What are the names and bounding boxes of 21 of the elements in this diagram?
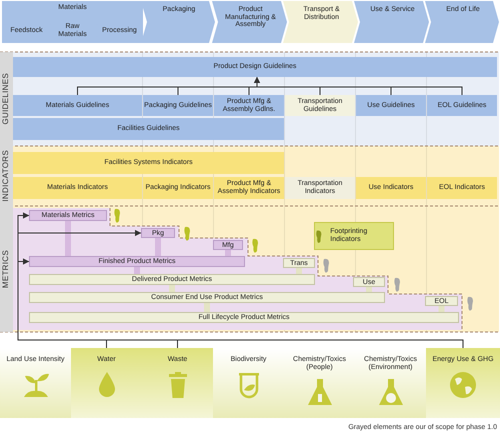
section-title: INDICATORS — [2, 150, 11, 202]
category-tile — [426, 348, 500, 418]
block-arrow — [155, 238, 161, 256]
indicator-box — [314, 222, 394, 250]
block-arrow — [366, 286, 372, 292]
section-label — [0, 206, 13, 332]
block-arrow — [65, 221, 71, 256]
connector-arrow — [254, 76, 462, 96]
section-title: METRICS — [2, 250, 11, 288]
section-title: GUIDELINES — [2, 73, 11, 125]
section-label — [0, 52, 13, 146]
block-arrow — [134, 267, 140, 274]
stage-band — [2, 1, 143, 43]
block-arrow — [204, 303, 210, 312]
block-arrow — [296, 268, 302, 274]
category-tile — [71, 348, 142, 418]
category-tile — [142, 348, 213, 418]
category-tile — [0, 348, 71, 418]
block-arrow — [225, 250, 231, 256]
block-arrow — [438, 306, 444, 312]
block-arrow — [169, 285, 175, 292]
